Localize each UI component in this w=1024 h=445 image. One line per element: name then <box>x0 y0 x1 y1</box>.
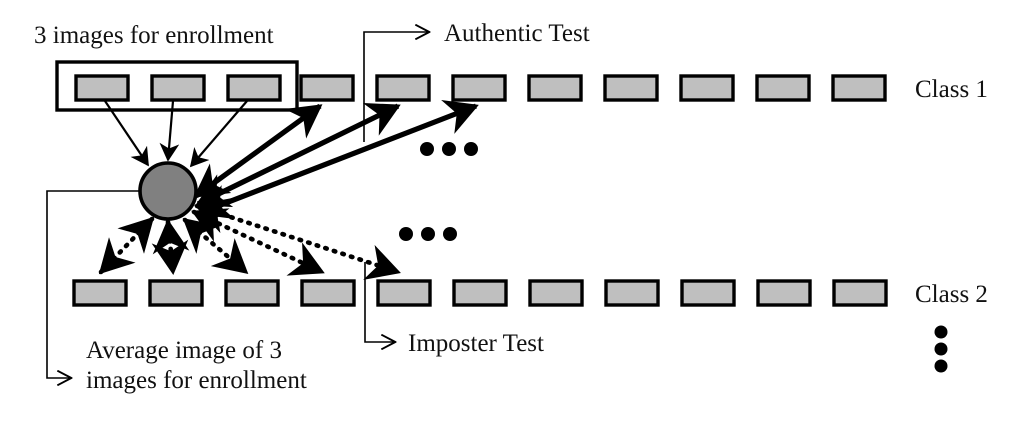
average-image-node <box>138 161 198 221</box>
class-1-box <box>150 74 206 102</box>
class-1-box <box>527 74 583 102</box>
class-2-box <box>452 279 508 307</box>
imposter-callout-line <box>364 262 394 342</box>
imposter-test-arrows <box>98 198 401 280</box>
ellipsis-dot <box>934 342 948 356</box>
ellipsis-dot <box>442 142 456 156</box>
ellipsis-dot <box>934 359 948 373</box>
authentic-arrow <box>197 99 479 220</box>
class-1-label: Class 1 <box>915 76 988 103</box>
class-2-box <box>756 279 812 307</box>
class-2-box <box>832 279 888 307</box>
class-2-box <box>72 279 128 307</box>
class-1-box <box>755 74 811 102</box>
more-classes-ellipsis <box>934 325 948 373</box>
class-2-box <box>224 279 280 307</box>
imposter-arrow <box>194 198 401 280</box>
average-image-label-line1: Average image of 3 <box>86 337 282 364</box>
ellipsis-dot <box>934 325 948 339</box>
class-2-box <box>528 279 584 307</box>
class-1-box <box>375 74 431 102</box>
imposter-arrow <box>182 217 249 275</box>
enrollment-arrow <box>104 100 149 167</box>
class-1-row <box>55 60 887 112</box>
class-2-box <box>376 279 432 307</box>
class-2-box <box>300 279 356 307</box>
class-2-row <box>72 279 888 307</box>
class-2-box <box>604 279 660 307</box>
ellipsis-dot <box>399 227 413 241</box>
class-1-box <box>299 74 355 102</box>
ellipsis-dot <box>421 227 435 241</box>
class-1-box <box>603 74 659 102</box>
authentic-test-callout <box>363 32 428 142</box>
authentic-callout-line <box>363 32 428 142</box>
class-1-ellipsis <box>420 142 478 156</box>
class-1-box <box>226 74 282 102</box>
average-image-callout-line <box>46 190 140 378</box>
class-2-ellipsis <box>399 227 457 241</box>
imposter-test-label: Imposter Test <box>408 330 544 357</box>
average-image-label-line2: images for enrollment <box>86 367 307 394</box>
enrollment-arrow <box>159 100 180 162</box>
enrollment-group-box <box>55 60 299 112</box>
enrollment-label: 3 images for enrollment <box>34 22 274 49</box>
ellipsis-dot <box>420 142 434 156</box>
class-2-box <box>680 279 736 307</box>
class-1-box <box>831 74 887 102</box>
imposter-arrow <box>151 218 190 276</box>
ellipsis-dot <box>443 227 457 241</box>
imposter-arrow <box>98 216 155 275</box>
ellipsis-dot <box>464 142 478 156</box>
class-2-label: Class 2 <box>915 281 988 308</box>
average-image-callout <box>46 190 140 378</box>
imposter-test-callout <box>364 262 394 342</box>
class-1-box <box>679 74 735 102</box>
class-1-box <box>451 74 507 102</box>
authentic-test-arrows <box>193 99 479 220</box>
class-1-box <box>74 74 130 102</box>
authentic-test-label: Authentic Test <box>444 20 590 47</box>
class-2-box <box>148 279 204 307</box>
